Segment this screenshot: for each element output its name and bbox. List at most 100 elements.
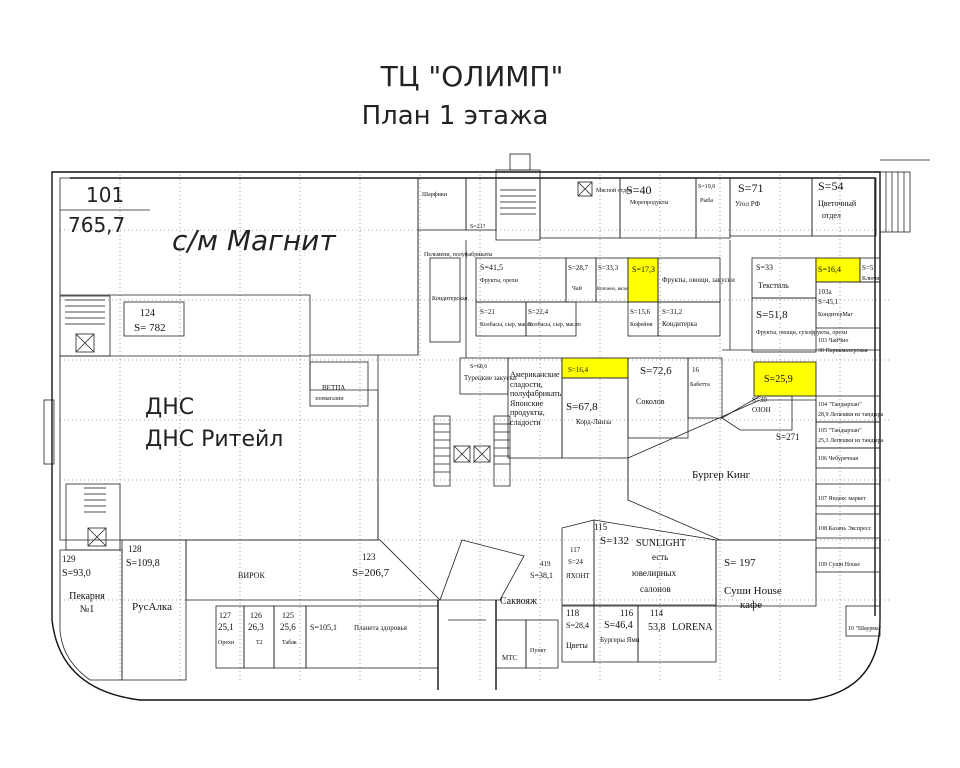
unit-label: 53,8 [648,622,666,633]
unit-label: 106 Чебуречная [818,455,858,462]
unit-label: Бургеры Ями [600,636,640,644]
unit-available [753,361,817,397]
unit-label: ДНС Ритейл [145,427,283,452]
unit-label: S=21 [480,308,495,316]
unit-label: Ключи [862,276,880,282]
unit-label: салонов [640,584,671,594]
unit-label: S=17,3 [632,265,655,274]
unit-label: Колбасы, сыр, масло [528,321,581,328]
external-stairs [879,159,930,233]
unit-label: 765,7 [68,213,125,237]
unit-label: 114 [650,608,664,618]
unit-label: S=33 [756,263,773,272]
unit-label: S=28,4 [566,621,589,630]
unit-label: кафе [740,599,762,611]
unit-label: S=105,1 [310,623,337,632]
unit-label: Кофейня [630,321,653,328]
unit-label: 105 "Тандырхан" [818,428,862,434]
unit-label: 118 [566,608,580,618]
main-entrance [437,600,497,690]
unit-label: Фрукты, овощи, закуски [662,276,735,284]
unit-label: Планета здоровья [354,624,408,632]
unit-label: Т2 [256,640,263,646]
unit-label: S=38,1 [530,571,553,580]
unit-label: 25,3 Лепешки из тандыра [818,438,884,444]
unit-label: Саквояж [500,596,537,607]
unit-label: S=28,7 [568,264,589,272]
unit-label: ВЕТПА [322,384,345,392]
unit-label: 125 [282,611,294,620]
unit-label: Кондитерка [662,320,698,328]
unit-label: Рыба [700,197,713,204]
unit-label: 127 [219,611,231,620]
unit-label: Американские сладости, полуфабрикаты, Яп… [510,370,562,427]
unit-label: Бабетта [690,381,710,388]
unit-label: Фрукты, овощи, сухофрукты, орехи [756,329,848,336]
unit-label: S=46,4 [604,620,633,631]
unit-label: 16 [692,366,700,374]
unit-label: Корд-Линза [576,418,612,426]
escalator [433,415,511,487]
unit-label: отдел [822,211,841,220]
unit-label: 107 Яндекс маркет [818,496,866,502]
unit-label: S=45,1 [818,298,839,306]
unit-label: 109 Суши House [818,562,860,568]
unit-label: S=5 [862,264,874,272]
unit-label: Угол РФ [735,200,760,208]
unit-label: ДНС [145,395,194,420]
unit-label: S=132 [600,535,629,547]
unit-label: Цветы [566,641,589,650]
stairs-left-top [59,295,111,357]
unit-label: S=33,3 [598,264,619,272]
unit-label: МТС [502,654,518,662]
unit-label: Соколов [636,397,665,406]
unit-label: Суши House [724,585,782,597]
unit-label: Фрукты, орехи [480,278,519,284]
unit-label: 101 [86,183,124,207]
unit-label: 103а [818,288,833,296]
unit-label: S=206,7 [352,567,390,579]
unit-label: S=68,6 [470,364,487,370]
plan-subtitle: План 1 этажа [362,101,549,131]
unit-label: S= 197 [724,557,756,569]
unit-label: Текстиль [758,281,789,290]
unit-label: 128 [128,544,142,554]
unit-label: ОЗОН [752,406,771,414]
unit-label: 117 [570,546,581,554]
food-court-column [815,395,881,637]
unit-label: 126 [250,611,262,620]
unit-label: LORENA [672,622,713,633]
unit-label: 28,9 Лепешки из тандыра [818,412,884,418]
unit-label: S=19,0 [698,184,715,190]
unit-label: S=54 [818,179,843,193]
unit-label: зоомагазин [315,396,344,402]
unit-label: Пункт [530,648,546,654]
unit-label: 104 "Тандырхан" [818,402,862,408]
unit-label: ВИРОК [238,571,265,580]
unit-label: S=271 [776,432,800,442]
unit-label: с/м Магнит [172,224,336,257]
unit-label: S=31,2 [662,308,683,316]
unit-label: РусАлка [132,601,172,613]
unit-label: Пекарня №1 [69,591,105,615]
unit-label: Турецкие закуски [464,374,517,382]
unit-label: 124 [140,308,155,319]
stairs-top-centre [495,153,541,241]
unit-label: Пельмени, полуфабрикаты [424,251,492,258]
building-outline [51,171,881,701]
unit-label: 26,3 [248,622,264,632]
unit-label: S=22,4 [528,308,549,316]
unit-label: S=51,8 [756,309,788,321]
unit-label: Кондитерская [432,296,468,302]
unit-label: 30 Парикмахерская [818,348,868,354]
unit-label: 116 [620,608,634,618]
unit-label: 115 [594,522,608,532]
unit-label: 10 "Шаурма" [848,626,882,632]
unit-label: S=24 [568,558,583,566]
unit-label: S=21? [470,224,486,230]
unit-label: S=71 [738,181,763,195]
unit-label: S=93,0 [62,568,91,579]
unit-label: есть [652,552,668,562]
unit-label: 25,6 [280,622,296,632]
unit-label: 419 [540,560,551,568]
